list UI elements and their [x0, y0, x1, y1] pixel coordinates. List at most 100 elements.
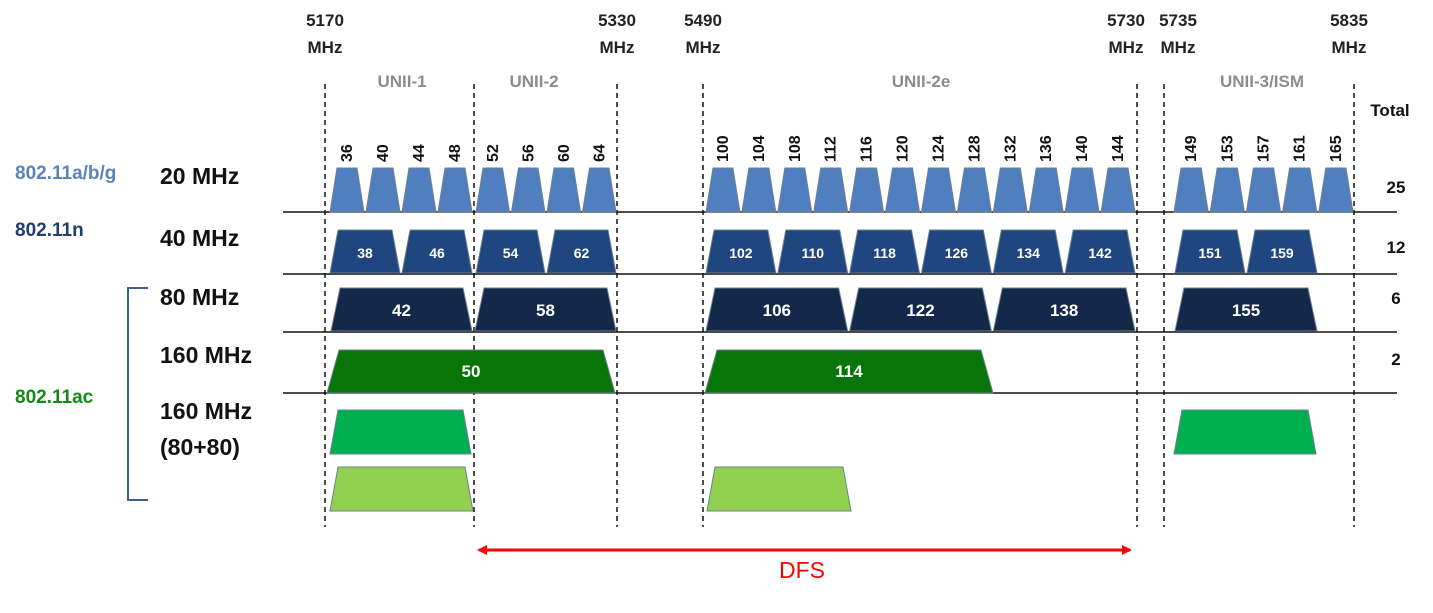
channel-40mhz-block	[475, 229, 546, 274]
channel-20mhz-block	[1245, 167, 1282, 213]
channel-20mhz-block	[1028, 167, 1064, 213]
channel-20mhz-block	[705, 167, 741, 213]
freq-5735-unit: MHz	[1161, 38, 1196, 57]
channel-20mhz-label: 140	[1074, 135, 1091, 162]
channel-8080-block-b	[329, 466, 474, 512]
channel-20mhz-label: 44	[411, 144, 428, 162]
standard-802-11n: 802.11n	[15, 220, 84, 241]
channel-20mhz-block	[920, 167, 957, 213]
channel-20mhz-block	[777, 167, 813, 213]
channel-20mhz-block	[581, 167, 617, 213]
channel-40mhz-label: 62	[574, 245, 590, 261]
channel-20mhz-label: 100	[715, 135, 732, 162]
channel-40mhz-label: 54	[503, 245, 519, 261]
channel-80mhz-block	[705, 287, 849, 332]
total-80mhz: 6	[1391, 289, 1400, 308]
channel-40mhz-label: 159	[1270, 245, 1294, 261]
freq-5490-value: 5490	[684, 11, 722, 30]
channel-8080-block-b	[706, 466, 852, 512]
row-label-40mhz: 40 MHz	[160, 225, 239, 251]
channel-20mhz-label: 153	[1219, 135, 1236, 162]
channel-80mhz-block	[849, 287, 992, 332]
channel-20mhz-label: 144	[1110, 135, 1127, 162]
channel-40mhz-block	[992, 229, 1064, 274]
band-unii-2e: UNII-2e	[892, 72, 951, 91]
row-label-160mhz: 160 MHz	[160, 342, 252, 368]
band-unii-1: UNII-1	[377, 72, 426, 91]
total-header: Total	[1370, 101, 1409, 120]
channel-80mhz-block	[1174, 287, 1318, 332]
freq-5730-value: 5730	[1107, 11, 1145, 30]
channel-20mhz-label: 52	[485, 144, 502, 162]
channel-20mhz-block	[1064, 167, 1100, 213]
row-label-80mhz: 80 MHz	[160, 284, 239, 310]
freq-5330-value: 5330	[598, 11, 636, 30]
channel-20mhz-label: 40	[375, 144, 392, 162]
channel-160mhz-label: 50	[462, 362, 481, 381]
channel-40mhz-label: 142	[1088, 245, 1112, 261]
band-boundaries	[324, 84, 1355, 527]
channel-8080-block-a	[1173, 409, 1317, 455]
dfs-label: DFS	[779, 557, 825, 583]
freq-5490-unit: MHz	[686, 38, 721, 57]
channel-20mhz-label: 120	[895, 135, 912, 162]
band-unii-3-ism: UNII-3/ISM	[1220, 72, 1304, 91]
channel-20mhz-label: 108	[787, 135, 804, 162]
channel-40mhz-block	[705, 229, 777, 274]
freq-5170-value: 5170	[306, 11, 344, 30]
channel-20mhz-block	[510, 167, 546, 213]
channel-20mhz-label: 124	[930, 135, 947, 162]
channel-20mhz-label: 112	[823, 136, 840, 162]
freq-5170-unit: MHz	[308, 38, 343, 57]
channel-20mhz-block	[546, 167, 582, 213]
channel-20mhz-block	[992, 167, 1028, 213]
channel-20mhz-label: 64	[591, 144, 608, 162]
channel-80mhz-label: 122	[906, 301, 934, 320]
channel-40mhz-block	[546, 229, 617, 274]
freq-5835-unit: MHz	[1332, 38, 1367, 57]
channel-20mhz-label: 132	[1002, 135, 1019, 162]
channel-20mhz-label: 48	[447, 144, 464, 162]
channel-20mhz-block	[741, 167, 777, 213]
channel-20mhz-label: 165	[1328, 135, 1345, 162]
channel-80mhz-block	[474, 287, 617, 332]
channel-40mhz-label: 110	[801, 245, 824, 261]
standard-802-11ac: 802.11ac	[15, 387, 94, 408]
channel-20mhz-block	[437, 167, 473, 213]
channel-20mhz-label: 157	[1256, 135, 1273, 162]
channel-40mhz-block	[329, 229, 401, 274]
channel-80mhz-label: 155	[1232, 301, 1260, 320]
channel-40mhz-label: 102	[729, 245, 753, 261]
channel-160mhz-label: 114	[835, 362, 863, 381]
channel-20mhz-label: 60	[556, 144, 573, 162]
channel-160mhz-block	[704, 349, 994, 394]
channel-80mhz-label: 42	[392, 301, 411, 320]
channel-40mhz-block	[1064, 229, 1136, 274]
channel-20mhz-block	[329, 167, 365, 213]
freq-5835-value: 5835	[1330, 11, 1368, 30]
freq-5735-value: 5735	[1159, 11, 1197, 30]
channel-40mhz-block	[920, 229, 992, 274]
ac-bracket	[127, 287, 148, 501]
channel-40mhz-label: 151	[1198, 245, 1222, 261]
total-40mhz: 12	[1387, 238, 1406, 257]
total-160mhz: 2	[1391, 350, 1400, 369]
channel-20mhz-block	[1209, 167, 1245, 213]
channel-20mhz-label: 136	[1038, 135, 1055, 162]
channel-20mhz-block	[884, 167, 921, 213]
channel-20mhz-block	[365, 167, 401, 213]
freq-5330-unit: MHz	[600, 38, 635, 57]
channel-20mhz-label: 104	[751, 135, 768, 162]
channel-20mhz-block	[849, 167, 885, 213]
total-20mhz: 25	[1387, 178, 1406, 197]
channel-80mhz-block	[330, 287, 473, 332]
channel-20mhz-block	[1100, 167, 1136, 213]
channel-40mhz-label: 118	[873, 245, 896, 261]
channel-40mhz-block	[1246, 229, 1318, 274]
channel-40mhz-label: 38	[357, 245, 373, 261]
channel-40mhz-block	[849, 229, 921, 274]
row-label-20mhz: 20 MHz	[160, 163, 239, 189]
